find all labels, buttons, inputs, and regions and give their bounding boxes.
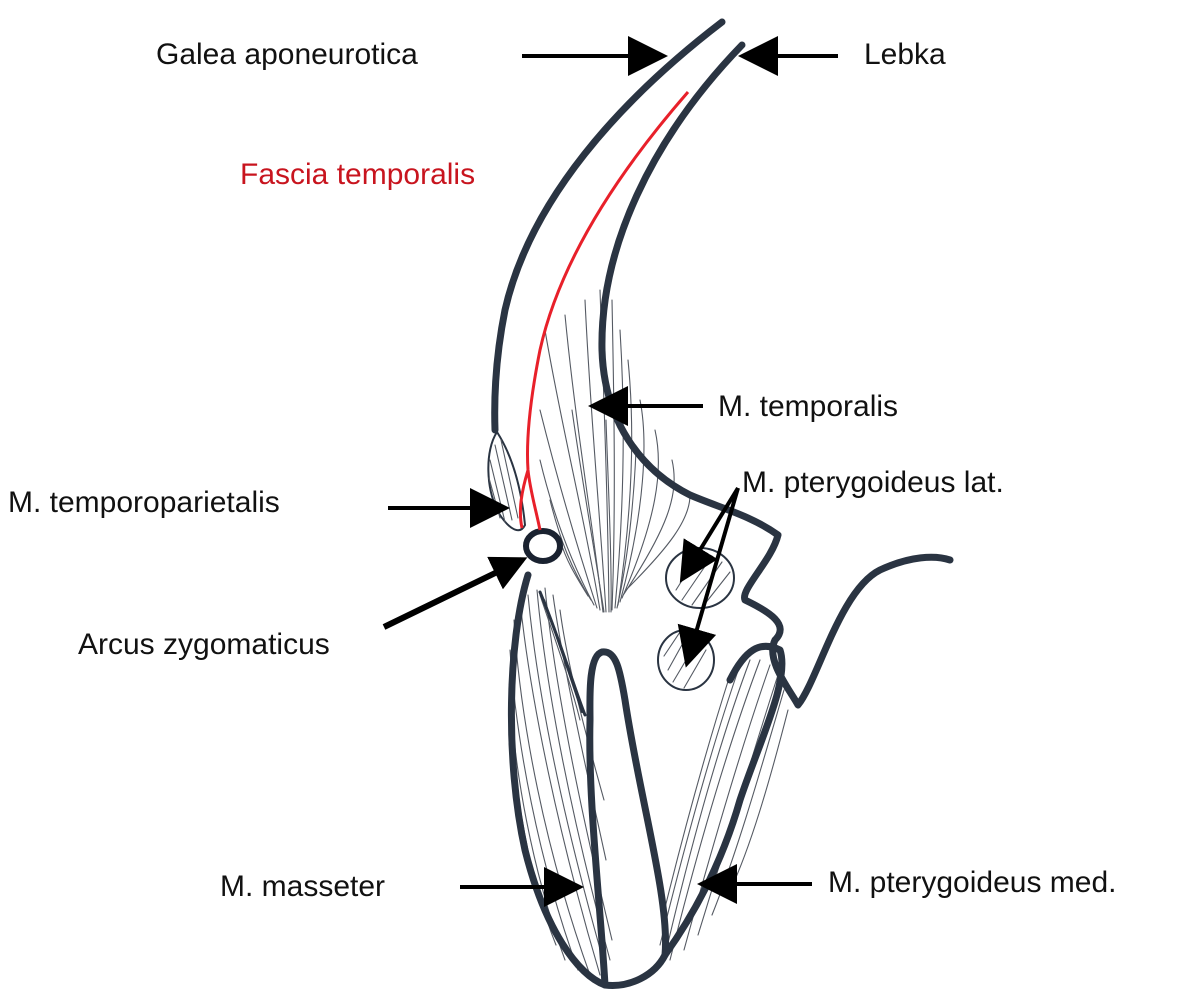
arcus-arrow — [384, 560, 522, 627]
galea-label: Galea aponeurotica — [156, 38, 418, 71]
outlines — [495, 22, 950, 985]
arcus-zygomaticus-label: Arcus zygomaticus — [78, 628, 330, 661]
pterygoideus-med-hatching — [660, 660, 788, 960]
temporalis-hatching — [540, 290, 690, 612]
temporalis-label: M. temporalis — [718, 390, 898, 423]
temporoparietalis-label: M. temporoparietalis — [8, 486, 280, 519]
pterygoid-lat-arrow-2 — [688, 488, 738, 660]
arcus-zygomaticus-ring — [526, 531, 560, 561]
pterygoideus-lat-label: M. pterygoideus lat. — [742, 466, 1004, 499]
masseter-label: M. masseter — [220, 870, 385, 903]
pterygoideus-med-label: M. pterygoideus med. — [828, 866, 1116, 899]
pterygoideus-lat-circles — [658, 548, 734, 690]
lebka-label: Lebka — [864, 38, 946, 71]
fascia-temporalis-label: Fascia temporalis — [240, 158, 475, 191]
labels: Galea aponeurotica Lebka Fascia temporal… — [8, 38, 1116, 903]
